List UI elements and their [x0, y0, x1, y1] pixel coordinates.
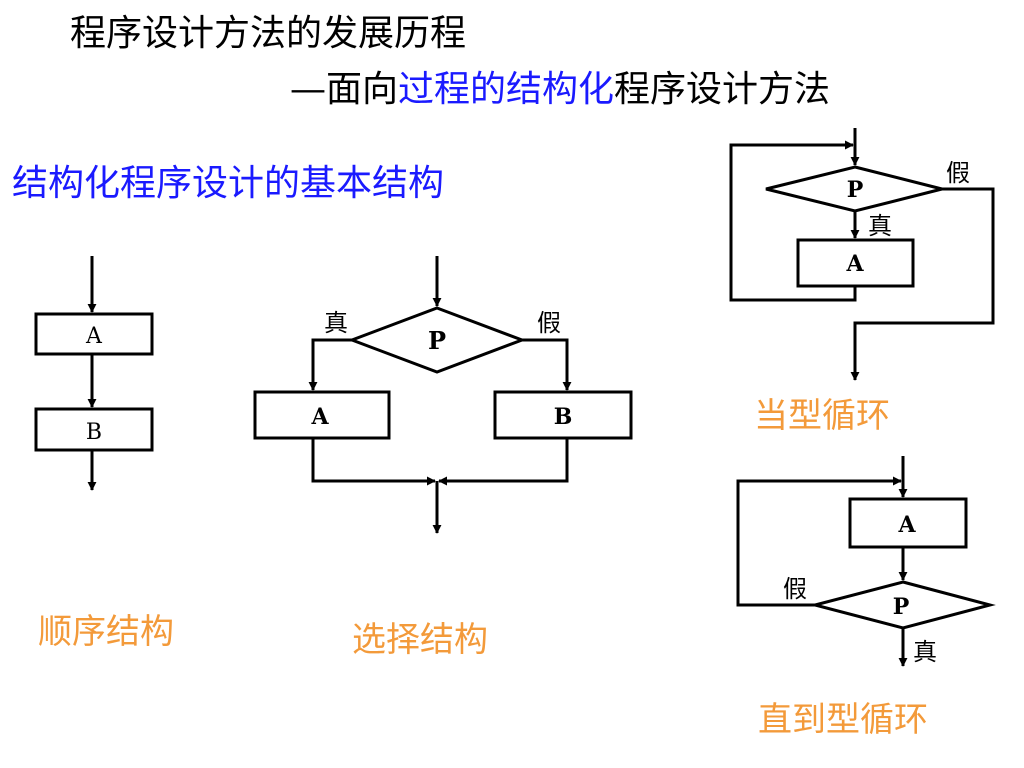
- while-false-exit-arrow: [850, 187, 995, 381]
- title-line-2-prefix: —面向: [290, 69, 399, 110]
- selection-caption: 选择结构: [352, 620, 488, 660]
- while-true-label: 真: [868, 212, 892, 240]
- while-box-a: [796, 238, 915, 288]
- selection-false-arrow: [522, 338, 572, 391]
- selection-condition-label: P: [428, 326, 446, 355]
- while-false-label: 假: [946, 159, 970, 187]
- until-false-label: 假: [783, 575, 807, 603]
- until-condition-label: P: [893, 594, 910, 620]
- selection-false-label: 假: [537, 309, 561, 337]
- selection-box-b-label: B: [554, 404, 573, 430]
- sequence-structure: A B: [34, 256, 154, 491]
- while-condition-label: P: [847, 177, 864, 203]
- title-line-2: —面向过程的结构化程序设计方法: [290, 66, 830, 114]
- title-line-2-highlight: 过程的结构化: [398, 69, 615, 110]
- sequence-box-b: [34, 407, 154, 452]
- until-loop-structure: A P 假 真: [736, 456, 996, 667]
- sequence-box-a: [34, 312, 154, 356]
- sequence-box-b-label: B: [86, 420, 102, 445]
- while-loop-back-arrow: [729, 140, 857, 302]
- while-box-a-label: A: [845, 251, 864, 277]
- selection-decision-diamond: [347, 306, 527, 374]
- selection-box-a-label: A: [310, 404, 329, 430]
- sequence-caption: 顺序结构: [38, 612, 174, 652]
- until-false-loop-back-arrow: [736, 476, 902, 607]
- selection-true-label: 真: [324, 309, 348, 337]
- while-loop-caption: 当型循环: [754, 396, 890, 436]
- title-line-1: 程序设计方法的发展历程: [70, 13, 467, 54]
- selection-join-left-arrow: [311, 438, 436, 486]
- title-line-2-suffix: 程序设计方法: [614, 69, 831, 110]
- selection-true-arrow: [308, 338, 352, 391]
- until-loop-caption: 直到型循环: [758, 700, 928, 740]
- until-box-a-label: A: [897, 512, 916, 538]
- selection-structure: P 真 假 A B: [253, 256, 633, 534]
- until-true-label: 真: [913, 638, 937, 666]
- selection-box-a: [253, 390, 391, 440]
- selection-join-right-arrow: [438, 438, 569, 486]
- subtitle: 结构化程序设计的基本结构: [12, 163, 445, 204]
- sequence-box-a-label: A: [85, 324, 103, 349]
- while-loop-structure: P 假 真 A: [729, 128, 995, 381]
- until-box-a: [848, 497, 968, 549]
- selection-box-b: [493, 390, 633, 440]
